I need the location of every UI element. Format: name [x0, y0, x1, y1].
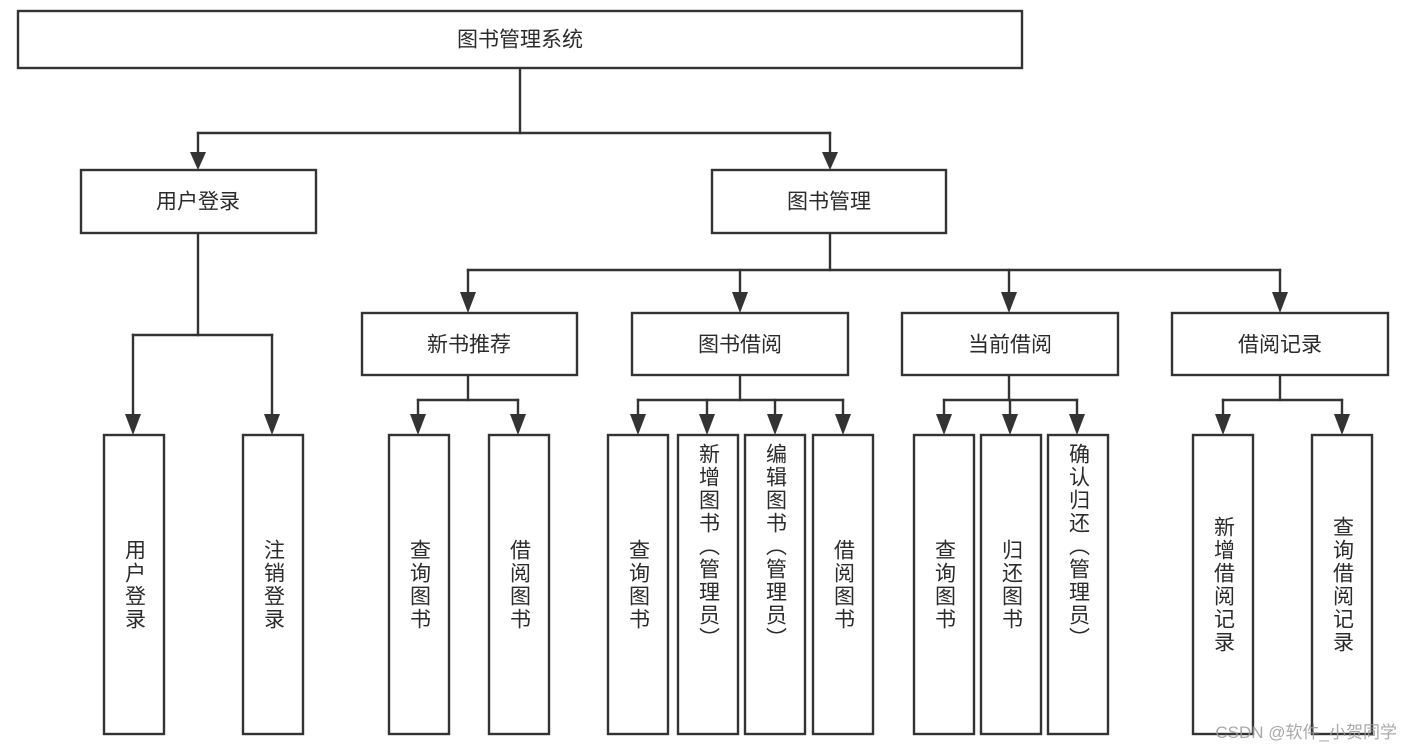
arrow-to-book-borrow	[732, 292, 748, 313]
node-box-leaf-user-login-2[interactable]	[241, 433, 305, 736]
node-label-book-borrow: 图书借阅	[698, 334, 782, 357]
node-box-current-borrow[interactable]	[900, 311, 1120, 377]
node-label-current-borrow: 当前借阅	[968, 334, 1052, 357]
arrow-user-login-leaf-1	[125, 414, 141, 435]
arrow-book-borrow-leaf-4	[835, 414, 851, 435]
node-box-user-login[interactable]	[79, 168, 318, 235]
arrow-new-book-leaf-1	[410, 414, 426, 435]
node-box-leaf-borrow-record-2[interactable]	[1310, 433, 1374, 736]
node-box-leaf-book-borrow-1[interactable]	[606, 433, 670, 736]
node-label-user-login: 用户登录	[156, 191, 240, 214]
arrow-borrow-record-leaf-2	[1334, 414, 1350, 435]
node-box-leaf-current-borrow-1[interactable]	[912, 433, 976, 736]
node-box-leaf-borrow-record-1[interactable]	[1191, 433, 1255, 736]
arrow-book-borrow-leaf-1	[630, 414, 646, 435]
node-box-leaf-current-borrow-2[interactable]	[979, 433, 1043, 736]
connector-layer	[125, 66, 1350, 435]
arrow-new-book-leaf-2	[510, 414, 526, 435]
arrow-book-borrow-leaf-2	[699, 414, 715, 435]
node-label-root: 图书管理系统	[457, 29, 583, 52]
node-box-new-book-recommend[interactable]	[360, 311, 579, 377]
arrow-to-user-login	[190, 152, 206, 170]
node-box-book-borrow[interactable]	[630, 311, 850, 377]
arrow-to-new-book-recommend	[460, 292, 476, 313]
arrow-current-borrow-leaf-3	[1069, 414, 1085, 435]
node-box-leaf-book-borrow-4[interactable]	[811, 433, 875, 736]
node-box-borrow-record[interactable]	[1170, 311, 1390, 377]
arrow-book-borrow-leaf-3	[767, 414, 783, 435]
node-box-root[interactable]	[16, 9, 1024, 70]
node-box-leaf-book-borrow-2[interactable]	[676, 433, 740, 736]
arrow-borrow-record-leaf-1	[1215, 414, 1231, 435]
arrow-to-borrow-record	[1272, 292, 1288, 313]
arrow-to-current-borrow	[1001, 292, 1017, 313]
arrow-user-login-leaf-2	[264, 414, 280, 435]
arrow-current-borrow-leaf-2	[1002, 414, 1018, 435]
node-label-new-book-recommend: 新书推荐	[427, 334, 511, 357]
node-box-leaf-book-borrow-3[interactable]	[743, 433, 807, 736]
arrow-current-borrow-leaf-1	[936, 414, 952, 435]
node-box-leaf-new-book-2[interactable]	[487, 433, 551, 736]
node-box-leaf-user-login-1[interactable]	[102, 433, 166, 736]
node-label-borrow-record: 借阅记录	[1238, 334, 1322, 357]
node-box-leaf-new-book-1[interactable]	[387, 433, 451, 736]
node-box-leaf-current-borrow-3[interactable]	[1046, 433, 1110, 736]
node-box-book-manage[interactable]	[710, 168, 948, 235]
node-layer: 图书管理系统 用户登录 图书管理 新书推荐 图书借阅 当前借阅 借阅记录	[16, 9, 1390, 736]
arrow-to-book-manage	[822, 152, 838, 170]
node-label-book-manage: 图书管理	[787, 191, 871, 214]
